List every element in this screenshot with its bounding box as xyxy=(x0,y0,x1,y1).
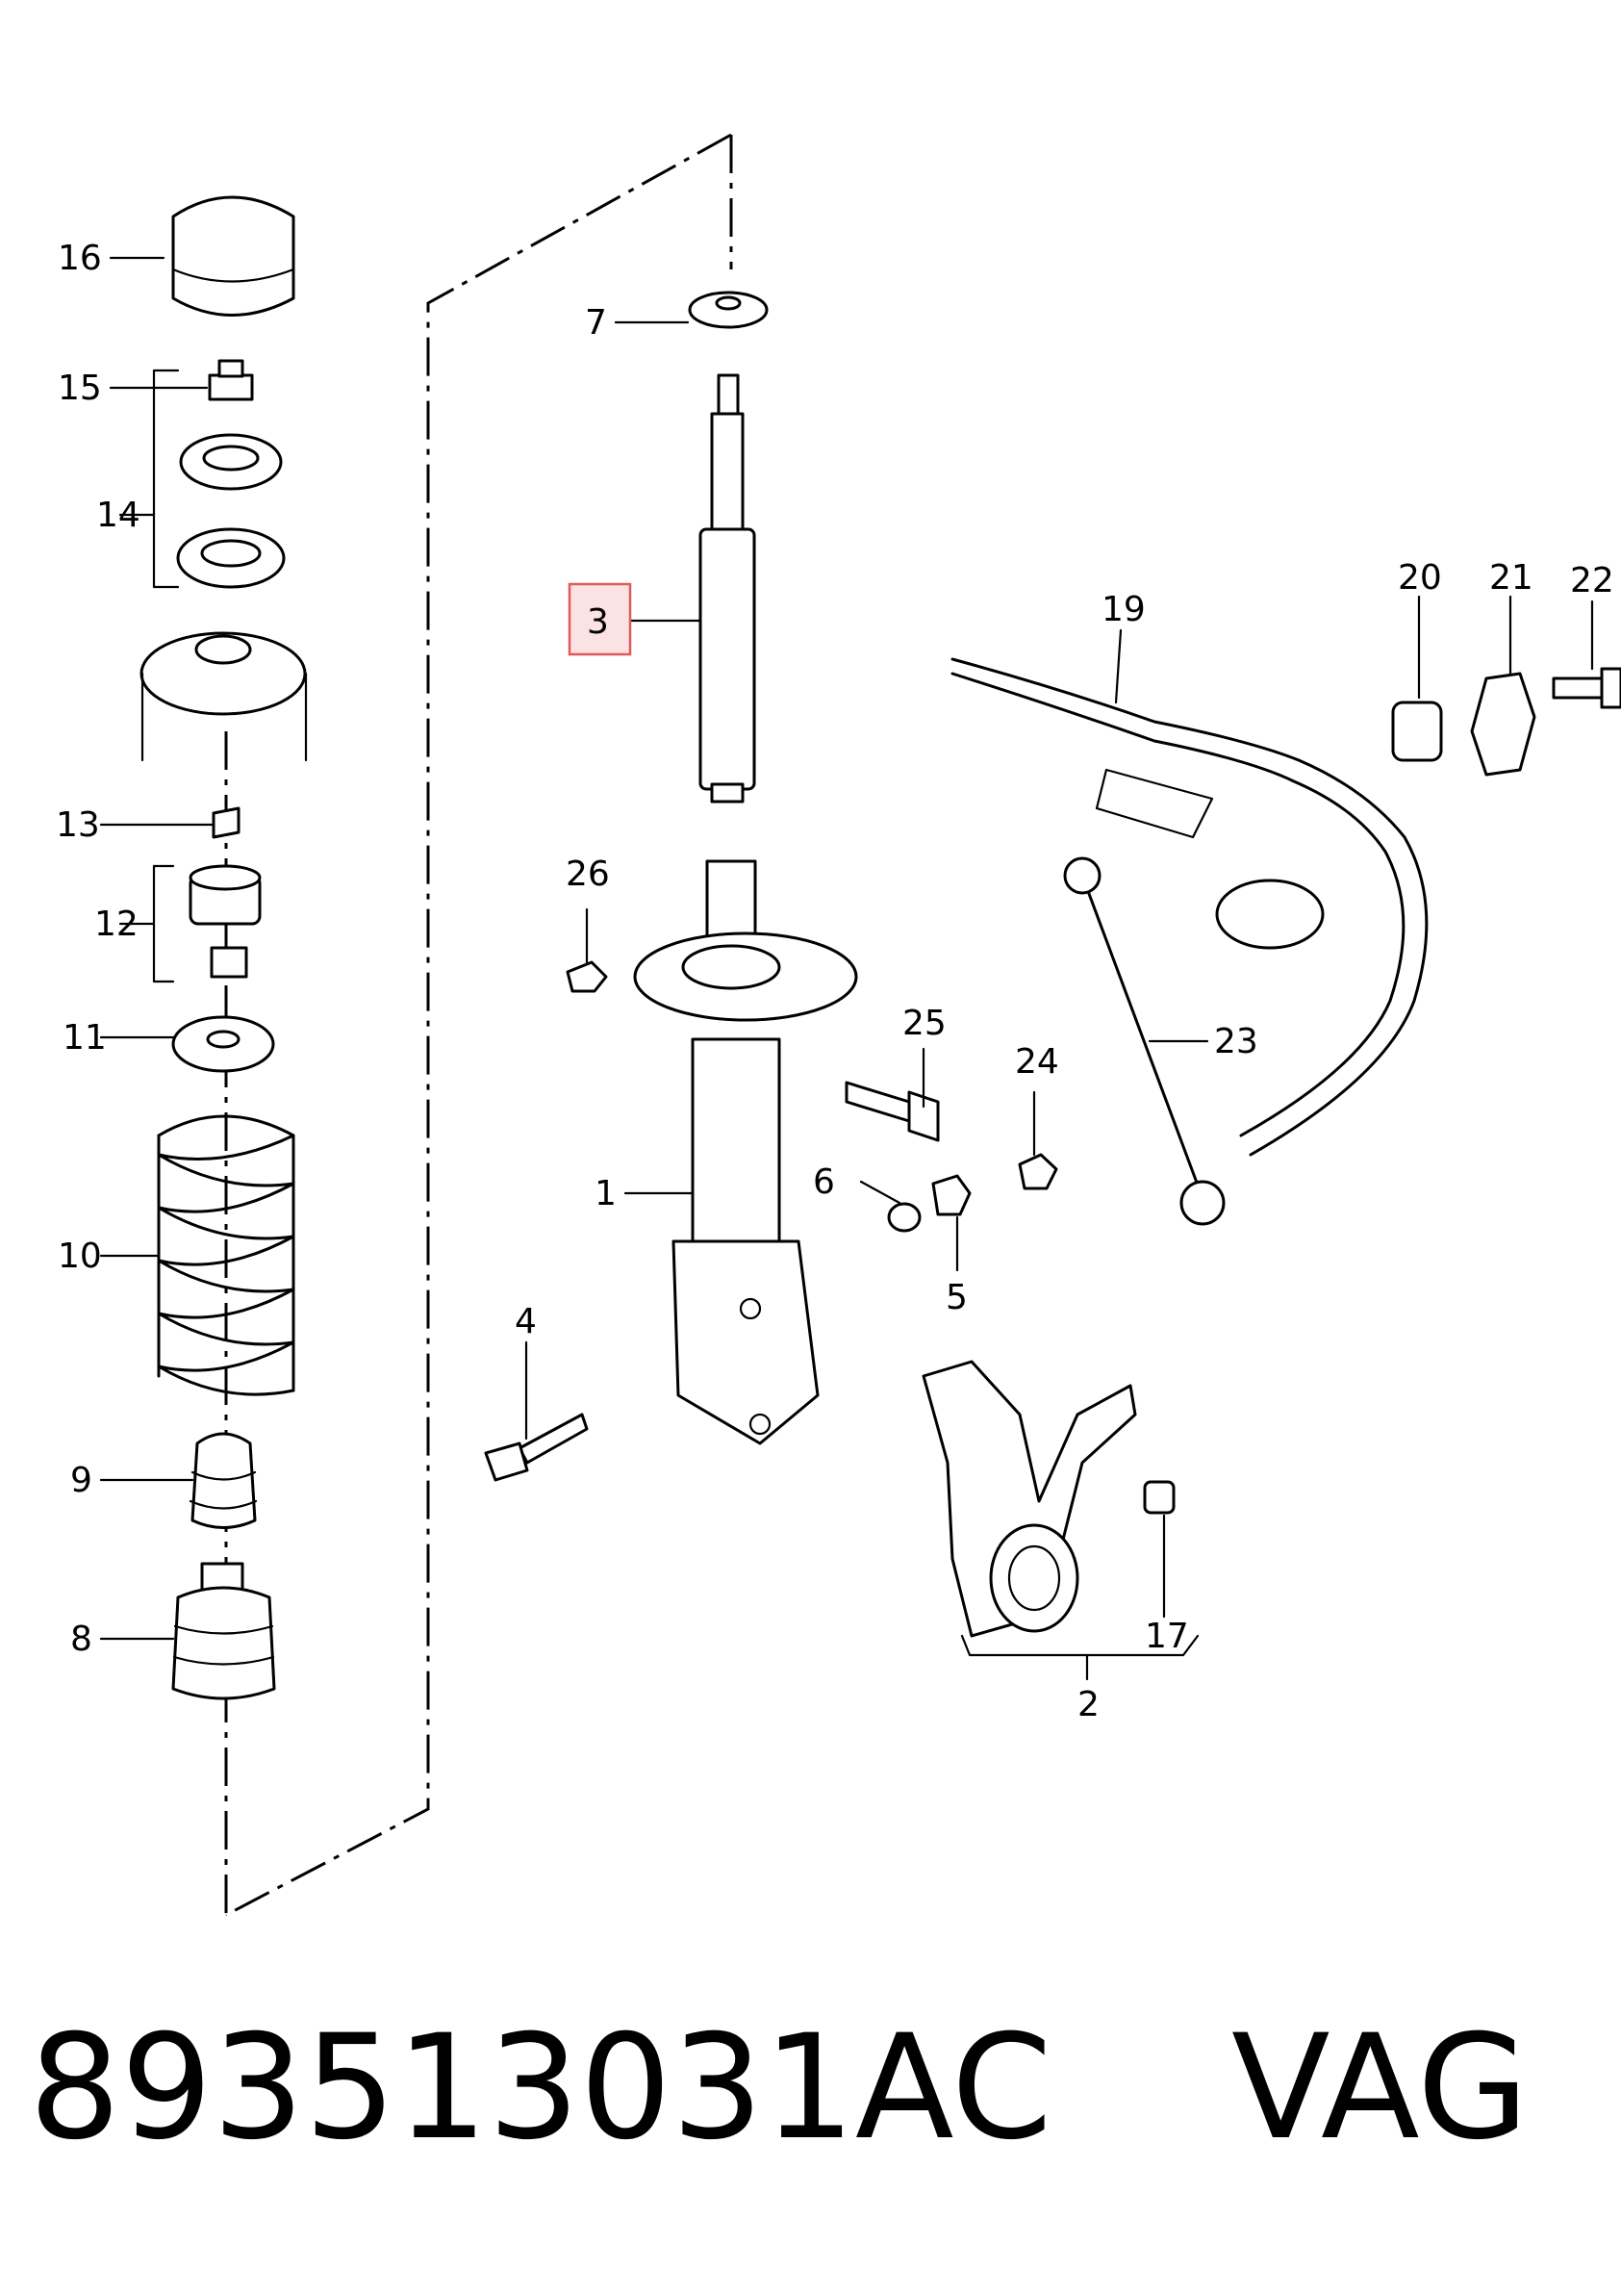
label-23: 23 xyxy=(1214,1022,1258,1061)
label-16: 16 xyxy=(58,239,102,278)
footer: 893513031AC VAG xyxy=(29,1963,1607,2213)
label-22: 22 xyxy=(1570,561,1614,600)
label-9: 9 xyxy=(70,1461,92,1500)
label-25: 25 xyxy=(902,1004,947,1043)
label-4: 4 xyxy=(515,1302,537,1341)
label-10: 10 xyxy=(58,1237,102,1276)
label-17: 17 xyxy=(1145,1617,1189,1656)
part-11-spring-plate xyxy=(171,1015,275,1073)
label-3: 3 xyxy=(587,602,609,642)
brand-name: VAG xyxy=(1231,2004,1530,2172)
label-26: 26 xyxy=(566,855,610,894)
label-1: 1 xyxy=(595,1174,617,1213)
part-12-bushings xyxy=(152,864,262,983)
part-4-bolt xyxy=(484,1413,589,1482)
part-6-washer xyxy=(887,1202,922,1233)
label-5: 5 xyxy=(946,1278,968,1317)
part-15-nut xyxy=(208,359,254,401)
label-7: 7 xyxy=(585,303,607,343)
label-20: 20 xyxy=(1398,558,1442,598)
label-2: 2 xyxy=(1077,1685,1100,1724)
part-24-nut xyxy=(1018,1153,1058,1190)
part-21-clamp xyxy=(1470,672,1536,777)
label-19: 19 xyxy=(1102,590,1146,629)
label-8: 8 xyxy=(70,1620,92,1659)
label-13: 13 xyxy=(56,805,100,845)
part-13-clip xyxy=(212,806,241,839)
part-26-nut xyxy=(566,960,608,993)
part-2-wheel-bearing-housing xyxy=(922,1360,1137,1638)
subframe-mount xyxy=(1095,768,1214,839)
part-25-bolt xyxy=(845,1081,940,1142)
part-20-bushing xyxy=(1391,701,1443,762)
part-23-coupling-rod xyxy=(1063,856,1226,1226)
label-24: 24 xyxy=(1015,1042,1059,1082)
label-6: 6 xyxy=(813,1162,835,1202)
part-1-strut-housing xyxy=(633,859,858,1445)
part-3-shock-absorber xyxy=(698,373,756,804)
part-16-bump-cap xyxy=(171,195,295,317)
part-22-bolt xyxy=(1552,667,1621,709)
label-12: 12 xyxy=(94,905,139,944)
part-number: 893513031AC xyxy=(29,2004,1052,2172)
part-8-protective-boot xyxy=(171,1562,276,1700)
part-19-stabilizer-bar xyxy=(950,657,1429,1157)
spring-seat-upper xyxy=(139,631,308,762)
label-14: 14 xyxy=(96,496,140,535)
label-15: 15 xyxy=(58,369,102,408)
part-5-nut xyxy=(931,1174,972,1216)
part-9-bump-stop xyxy=(189,1432,258,1529)
part-7-top-bush xyxy=(688,291,769,329)
part-14-bearing-set xyxy=(152,369,286,589)
highlight-box-part-3 xyxy=(568,582,632,656)
leader-lines xyxy=(99,256,1594,1681)
part-labels: 16 15 14 13 12 11 10 9 8 7 3 26 25 1 6 5… xyxy=(56,239,1614,1724)
label-21: 21 xyxy=(1489,558,1533,598)
subframe-bush xyxy=(1215,879,1325,950)
label-11: 11 xyxy=(63,1018,107,1058)
assembly-frame-line xyxy=(225,133,732,1917)
part-17-bolt xyxy=(1143,1480,1176,1515)
